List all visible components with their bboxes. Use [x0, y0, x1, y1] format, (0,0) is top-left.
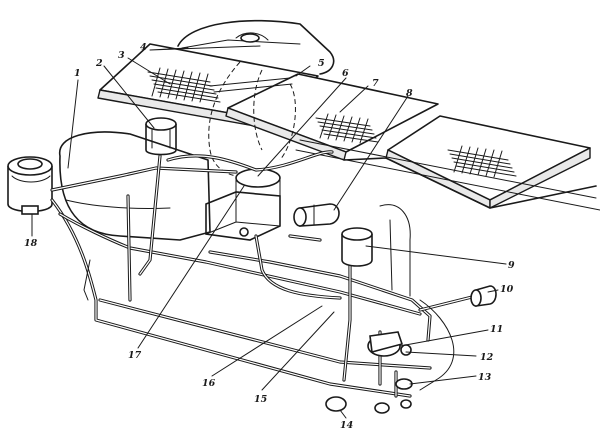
- grille-middle: [315, 113, 379, 144]
- callout-13: 13: [478, 372, 492, 383]
- pipe-network: [50, 150, 478, 398]
- defroster-nozzle-center: [240, 33, 260, 43]
- callout-11: 11: [490, 324, 503, 335]
- callout-1: 1: [74, 68, 81, 79]
- dashboard-outline: [177, 19, 335, 75]
- pump-device: [293, 203, 340, 227]
- callout-15: 15: [254, 394, 268, 405]
- callout-9: 9: [508, 260, 515, 271]
- callout-18: 18: [24, 238, 38, 249]
- callout-2: 2: [95, 58, 103, 69]
- grille-right: [447, 145, 517, 178]
- grille-left: [147, 67, 221, 103]
- callout-8: 8: [406, 88, 413, 99]
- callout-17: 17: [128, 350, 142, 361]
- valve-assembly: [367, 331, 412, 357]
- callout-5: 5: [318, 58, 325, 69]
- drain-fittings: [325, 378, 413, 414]
- callout-6: 6: [342, 68, 349, 79]
- callout-14: 14: [340, 420, 353, 431]
- callout-12: 12: [480, 352, 494, 363]
- expansion-tank: [341, 227, 373, 267]
- fuel-tank: [59, 131, 211, 241]
- canister-heater: [7, 156, 53, 215]
- callout-4: 4: [140, 42, 147, 53]
- callout-16: 16: [202, 378, 216, 389]
- callout-leaders: [31, 45, 507, 419]
- fuel-filter: [470, 285, 497, 307]
- callout-10: 10: [500, 284, 514, 295]
- callout-labels: 1 2 3 4 5 6 7 8 9 10 11 12 13 14 15 16 1…: [24, 42, 515, 431]
- callout-3: 3: [118, 50, 125, 61]
- heater-unit: [205, 168, 281, 241]
- roof-panel-middle: [225, 73, 439, 161]
- callout-7: 7: [372, 78, 379, 89]
